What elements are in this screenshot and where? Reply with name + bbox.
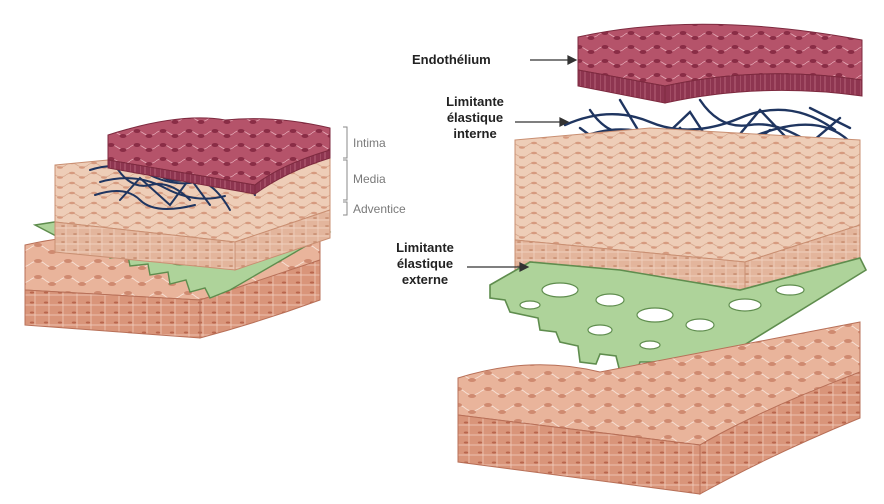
left-assembled-wall (25, 118, 330, 338)
label-internal-elastic: Limitante élastique interne (438, 94, 512, 142)
label-external-line2: élastique (388, 256, 462, 272)
left-layer-brackets (343, 127, 347, 215)
label-endothelium: Endothélium (412, 52, 491, 68)
label-media: Media (353, 172, 386, 186)
label-intima: Intima (353, 136, 386, 150)
right-endothelium-layer (578, 24, 862, 103)
label-external-line1: Limitante (388, 240, 462, 256)
label-external-line3: externe (388, 272, 462, 288)
label-internal-line2: élastique (438, 110, 512, 126)
label-internal-line1: Limitante (438, 94, 512, 110)
label-adventice: Adventice (353, 202, 406, 216)
label-external-elastic: Limitante élastique externe (388, 240, 462, 288)
label-internal-line3: interne (438, 126, 512, 142)
